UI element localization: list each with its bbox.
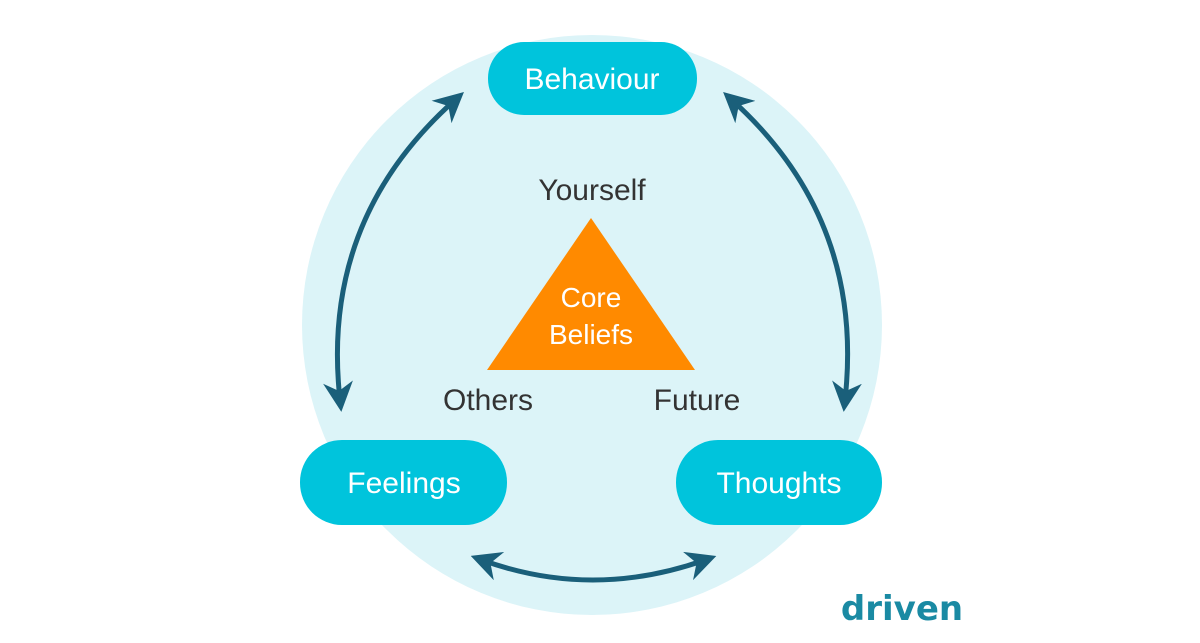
arrow-behaviour-thoughts — [723, 91, 862, 412]
arrow-feelings-thoughts — [470, 551, 717, 583]
node-feelings-label: Feelings — [347, 467, 460, 500]
arrow-behaviour-feelings — [323, 92, 464, 412]
label-yourself: Yourself — [538, 174, 646, 207]
node-behaviour-label: Behaviour — [524, 63, 659, 96]
label-future: Future — [654, 384, 741, 417]
node-thoughts-label: Thoughts — [716, 467, 841, 500]
node-behaviour: Behaviour — [488, 42, 697, 115]
node-feelings: Feelings — [300, 440, 507, 525]
node-thoughts: Thoughts — [676, 440, 882, 525]
driven-logo: driven — [841, 589, 963, 629]
core-label-line1: Core — [561, 282, 622, 313]
core-label-line2: Beliefs — [549, 319, 633, 350]
label-others: Others — [443, 384, 533, 417]
core-beliefs-triangle — [487, 218, 695, 370]
